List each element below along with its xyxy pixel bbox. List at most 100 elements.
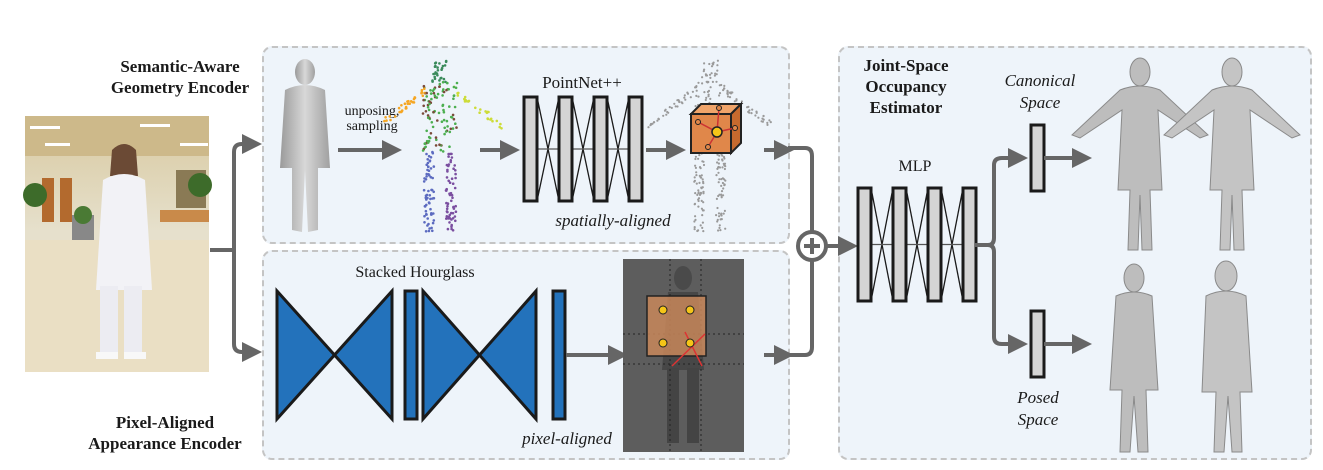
- point: [479, 108, 482, 111]
- point: [452, 167, 455, 170]
- point: [697, 189, 700, 192]
- canonical-mesh-back: [1163, 57, 1301, 251]
- point: [425, 152, 428, 156]
- point: [421, 112, 425, 115]
- point: [436, 66, 439, 69]
- point: [429, 167, 433, 170]
- point: [718, 178, 721, 181]
- point: [397, 106, 401, 110]
- point: [649, 124, 652, 127]
- point: [717, 171, 720, 174]
- point: [426, 141, 430, 144]
- point: [405, 107, 408, 110]
- point: [432, 165, 436, 168]
- point: [697, 198, 700, 201]
- point: [385, 119, 388, 122]
- fusion-operator-icon: [796, 230, 828, 262]
- point: [430, 97, 433, 101]
- point: [425, 212, 428, 216]
- point: [701, 214, 704, 217]
- point: [423, 142, 427, 145]
- point: [702, 182, 705, 185]
- point: [705, 96, 708, 99]
- point: [451, 113, 455, 117]
- point: [723, 162, 727, 165]
- point: [389, 118, 392, 122]
- point: [700, 187, 703, 190]
- posed-space-label: Posed Space: [988, 387, 1088, 431]
- point: [454, 86, 458, 90]
- point: [768, 119, 771, 122]
- point: [422, 104, 426, 108]
- point: [723, 183, 726, 186]
- point: [438, 82, 442, 86]
- point: [429, 89, 432, 92]
- input-image: [23, 116, 212, 372]
- point: [474, 106, 477, 110]
- point: [662, 114, 665, 117]
- point: [453, 105, 457, 109]
- canonical-head-layer: [1029, 123, 1046, 193]
- point: [423, 177, 426, 180]
- point: [384, 116, 387, 119]
- point: [694, 192, 697, 195]
- point: [699, 192, 703, 195]
- unposing-sampling-label: unposing, sampling: [332, 104, 412, 134]
- point: [721, 166, 724, 169]
- point: [484, 110, 487, 113]
- pointnet-network: [522, 95, 644, 203]
- point: [425, 175, 428, 178]
- point: [709, 86, 712, 89]
- point: [403, 102, 407, 105]
- point: [436, 74, 439, 77]
- point: [716, 206, 719, 210]
- point: [454, 219, 457, 223]
- point: [448, 221, 451, 224]
- label-line: Space: [1017, 410, 1059, 429]
- point: [694, 155, 698, 158]
- point: [680, 101, 683, 104]
- point: [426, 114, 430, 117]
- point: [452, 94, 456, 97]
- point: [424, 145, 428, 149]
- point: [450, 225, 453, 228]
- point: [400, 104, 403, 107]
- point: [451, 182, 455, 185]
- merge-lines: [788, 146, 814, 357]
- point: [719, 229, 722, 232]
- point: [428, 100, 431, 103]
- point: [426, 217, 430, 220]
- point: [432, 219, 436, 222]
- point: [700, 176, 703, 179]
- title-line: Pixel-Aligned: [115, 413, 215, 432]
- point: [693, 226, 696, 229]
- point: [431, 151, 435, 155]
- network-layer: [522, 95, 539, 203]
- point: [408, 102, 412, 105]
- point: [425, 129, 429, 133]
- point: [717, 158, 720, 161]
- point: [706, 90, 710, 93]
- point: [449, 159, 453, 162]
- point: [448, 181, 452, 184]
- point: [441, 64, 445, 68]
- point: [487, 110, 490, 114]
- point: [442, 118, 446, 122]
- point: [425, 198, 428, 201]
- point: [447, 179, 451, 183]
- geometry-encoder-title: Semantic-Aware Geometry Encoder: [80, 56, 280, 98]
- point: [450, 227, 453, 231]
- point: [754, 114, 757, 117]
- point: [449, 127, 453, 131]
- label-line: Canonical: [1004, 71, 1076, 90]
- point: [425, 95, 429, 98]
- point: [703, 91, 706, 94]
- point: [710, 65, 714, 68]
- point: [478, 111, 481, 114]
- point: [762, 114, 765, 118]
- point: [713, 74, 717, 77]
- point: [701, 76, 704, 79]
- point: [718, 154, 721, 157]
- point: [445, 210, 449, 213]
- point: [451, 127, 455, 130]
